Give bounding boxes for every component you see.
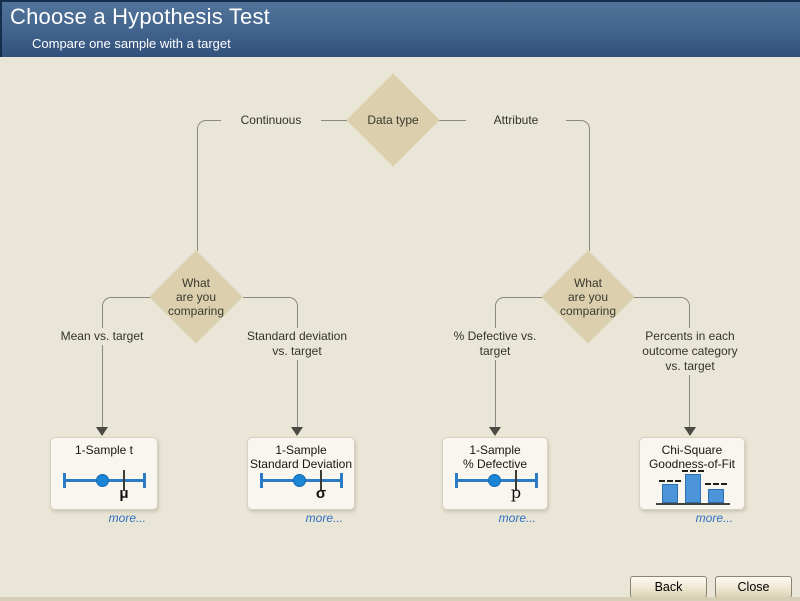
bar-chart-icon [640, 438, 744, 509]
arrow-down-icon [684, 427, 696, 436]
bottom-edge-strip [0, 597, 800, 601]
bar [662, 484, 678, 503]
connector-root-right [438, 120, 590, 251]
expected-dash [659, 480, 681, 482]
leaf-label-defective-vs-target: % Defective vs. target [450, 328, 540, 360]
arrow-down-icon [489, 427, 501, 436]
leaf-label-mean-vs-target: Mean vs. target [52, 328, 152, 345]
sigma-symbol: σ [315, 485, 327, 502]
branch-label-continuous: Continuous [221, 112, 321, 129]
interval-right-cap [535, 473, 538, 488]
dialog-header: Choose a Hypothesis Test Compare one sam… [0, 0, 800, 57]
more-link-1-sample-defective[interactable]: more... [498, 511, 536, 525]
more-link-1-sample-t[interactable]: more... [108, 511, 146, 525]
connector-defective [495, 297, 542, 427]
decision-diamond-comparing-left: What are you comparing [149, 250, 243, 344]
diamond-label: What are you comparing [559, 276, 617, 318]
arrow-down-icon [291, 427, 303, 436]
sample-point-icon [488, 474, 501, 487]
p-symbol: p [510, 483, 522, 502]
test-card-1-sample-t[interactable]: 1-Sample t μ [50, 437, 158, 510]
arrow-down-icon [96, 427, 108, 436]
interval-plot-icon [63, 468, 147, 494]
page-subtitle: Compare one sample with a target [32, 36, 231, 51]
test-card-1-sample-defective[interactable]: 1-Sample % Defective p [442, 437, 548, 510]
decision-diamond-comparing-right: What are you comparing [541, 250, 635, 344]
interval-right-cap [143, 473, 146, 488]
interval-plot-icon [260, 468, 344, 494]
decision-diamond-data-type: Data type [346, 73, 440, 167]
page-title: Choose a Hypothesis Test [10, 4, 270, 29]
diamond-label: Data type [367, 113, 419, 127]
more-link-1-sample-stdev[interactable]: more... [305, 511, 343, 525]
chart-baseline [656, 503, 730, 505]
bar [685, 474, 701, 503]
close-button[interactable]: Close [715, 576, 792, 598]
connector-mean [102, 297, 150, 427]
diamond-label: What are you comparing [167, 276, 225, 318]
card-title: 1-Sample t [74, 443, 134, 457]
test-card-chi-square-gof[interactable]: Chi-Square Goodness-of-Fit [639, 437, 745, 510]
target-tick [515, 470, 517, 491]
connector-root-left [197, 120, 348, 251]
test-card-1-sample-stdev[interactable]: 1-Sample Standard Deviation σ [247, 437, 355, 510]
branch-label-attribute: Attribute [466, 112, 566, 129]
leaf-label-percents-vs-target: Percents in each outcome category vs. ta… [635, 328, 745, 375]
interval-right-cap [340, 473, 343, 488]
expected-dash [705, 483, 727, 485]
card-title: Chi-Square Goodness-of-Fit [648, 443, 736, 471]
card-title: 1-Sample Standard Deviation [249, 443, 353, 471]
target-tick [123, 470, 125, 491]
target-tick [320, 470, 322, 491]
bar [708, 489, 724, 503]
sample-point-icon [96, 474, 109, 487]
expected-dash [682, 470, 704, 472]
mu-symbol: μ [119, 485, 129, 502]
connector-stdev [243, 297, 298, 427]
leaf-label-stdev-vs-target: Standard deviation vs. target [242, 328, 352, 360]
sample-point-icon [293, 474, 306, 487]
back-button[interactable]: Back [630, 576, 707, 598]
card-title: 1-Sample % Defective [462, 443, 528, 471]
interval-plot-icon [455, 468, 539, 494]
more-link-chi-square-gof[interactable]: more... [695, 511, 733, 525]
